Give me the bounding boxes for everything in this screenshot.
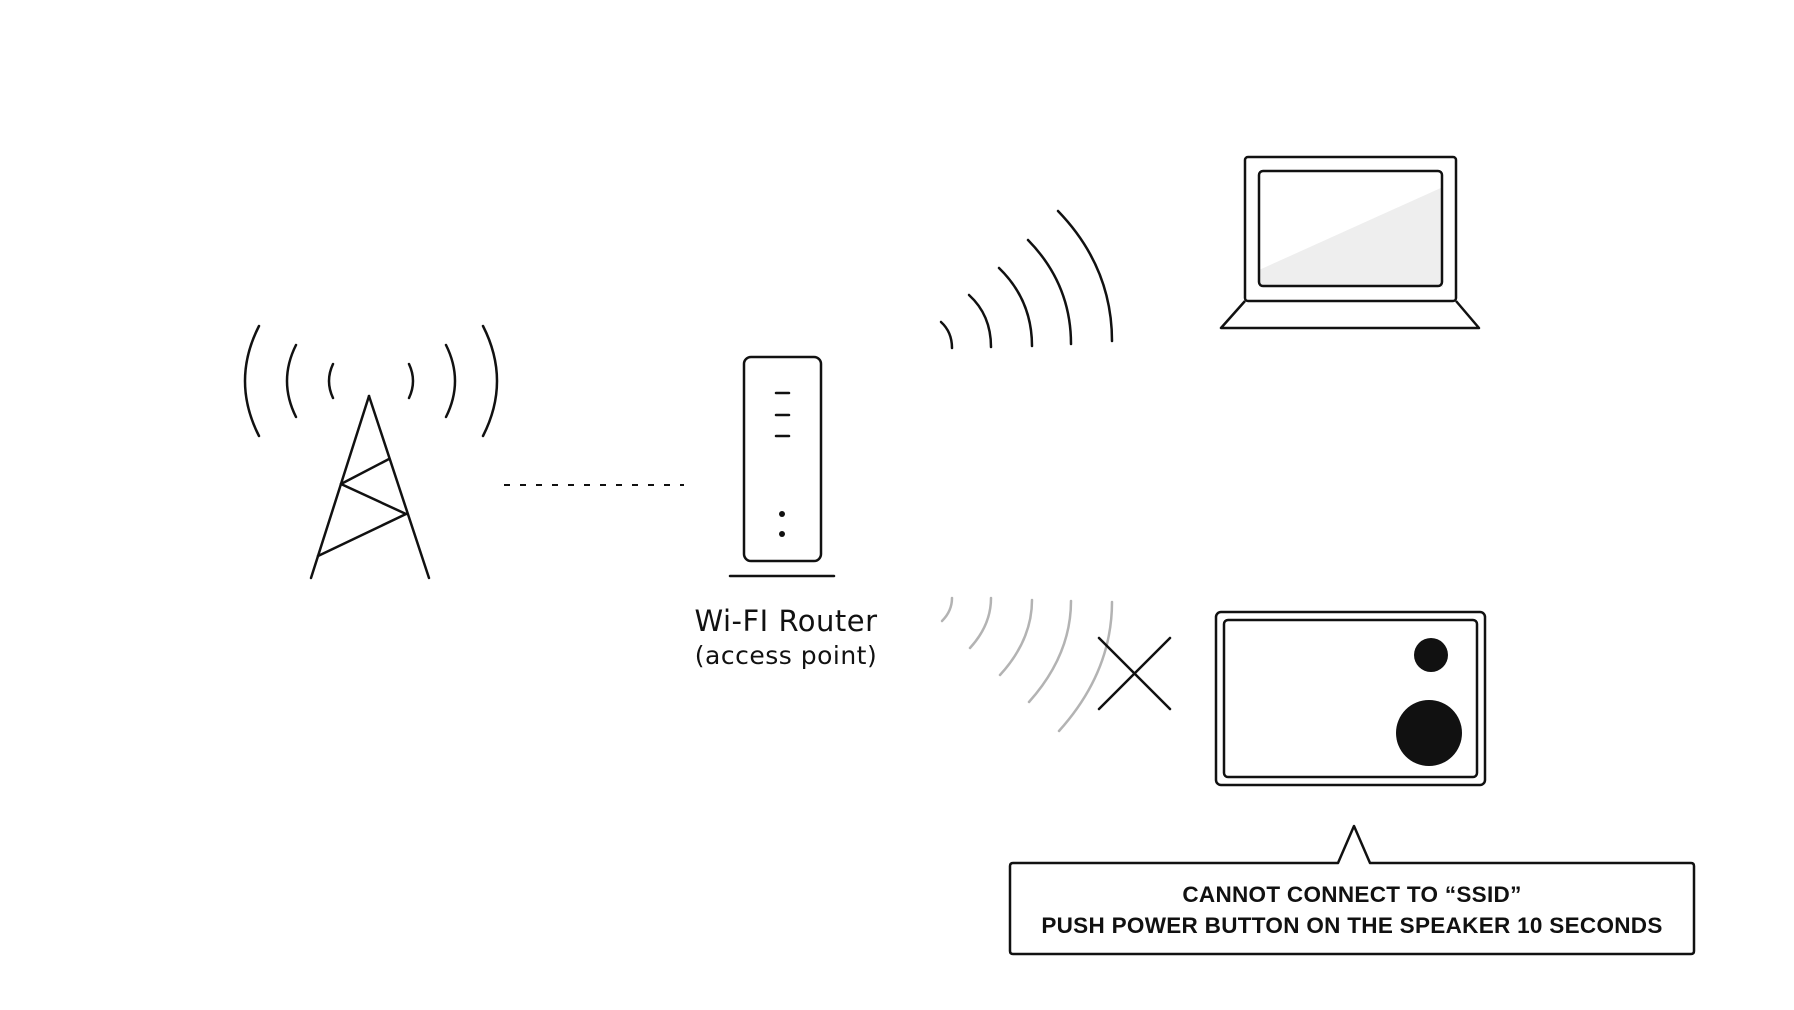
router-icon — [728, 355, 836, 578]
router-label: Wi-FI Router (access point) — [634, 604, 938, 671]
laptop-icon — [1219, 155, 1481, 330]
laptop-signal-waves-icon — [939, 209, 1114, 350]
callout-line-1: CANNOT CONNECT TO “SSID” — [1182, 882, 1522, 907]
callout-message: CANNOT CONNECT TO “SSID” PUSH POWER BUTT… — [1010, 866, 1694, 954]
router-name: Wi-FI Router — [694, 604, 878, 638]
callout-box — [1008, 824, 1696, 956]
router-subtitle: (access point) — [694, 640, 878, 670]
cell-tower-icon — [309, 394, 431, 580]
tower-signal-waves-icon — [243, 324, 499, 438]
speaker-icon — [1214, 610, 1487, 787]
connection-failed-x-icon — [1097, 636, 1172, 711]
callout-line-2: PUSH POWER BUTTON ON THE SPEAKER 10 SECO… — [1041, 913, 1663, 938]
speaker-weak-signal-waves-icon — [940, 596, 1114, 733]
